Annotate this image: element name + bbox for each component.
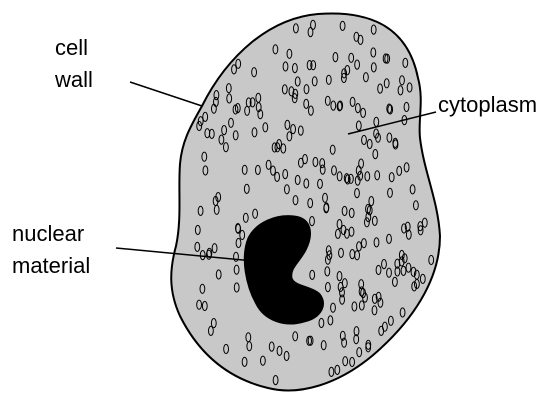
cell-wall-leader	[130, 82, 202, 106]
cytoplasm-label: cytoplasm	[438, 92, 537, 117]
cell-wall-label-line2: wall	[54, 67, 93, 92]
nuclear-material-label-line1: nuclear	[12, 221, 84, 246]
cell-wall-label-line1: cell	[55, 35, 88, 60]
cell-body	[171, 13, 440, 390]
nuclear-material-label-line2: material	[12, 253, 90, 278]
